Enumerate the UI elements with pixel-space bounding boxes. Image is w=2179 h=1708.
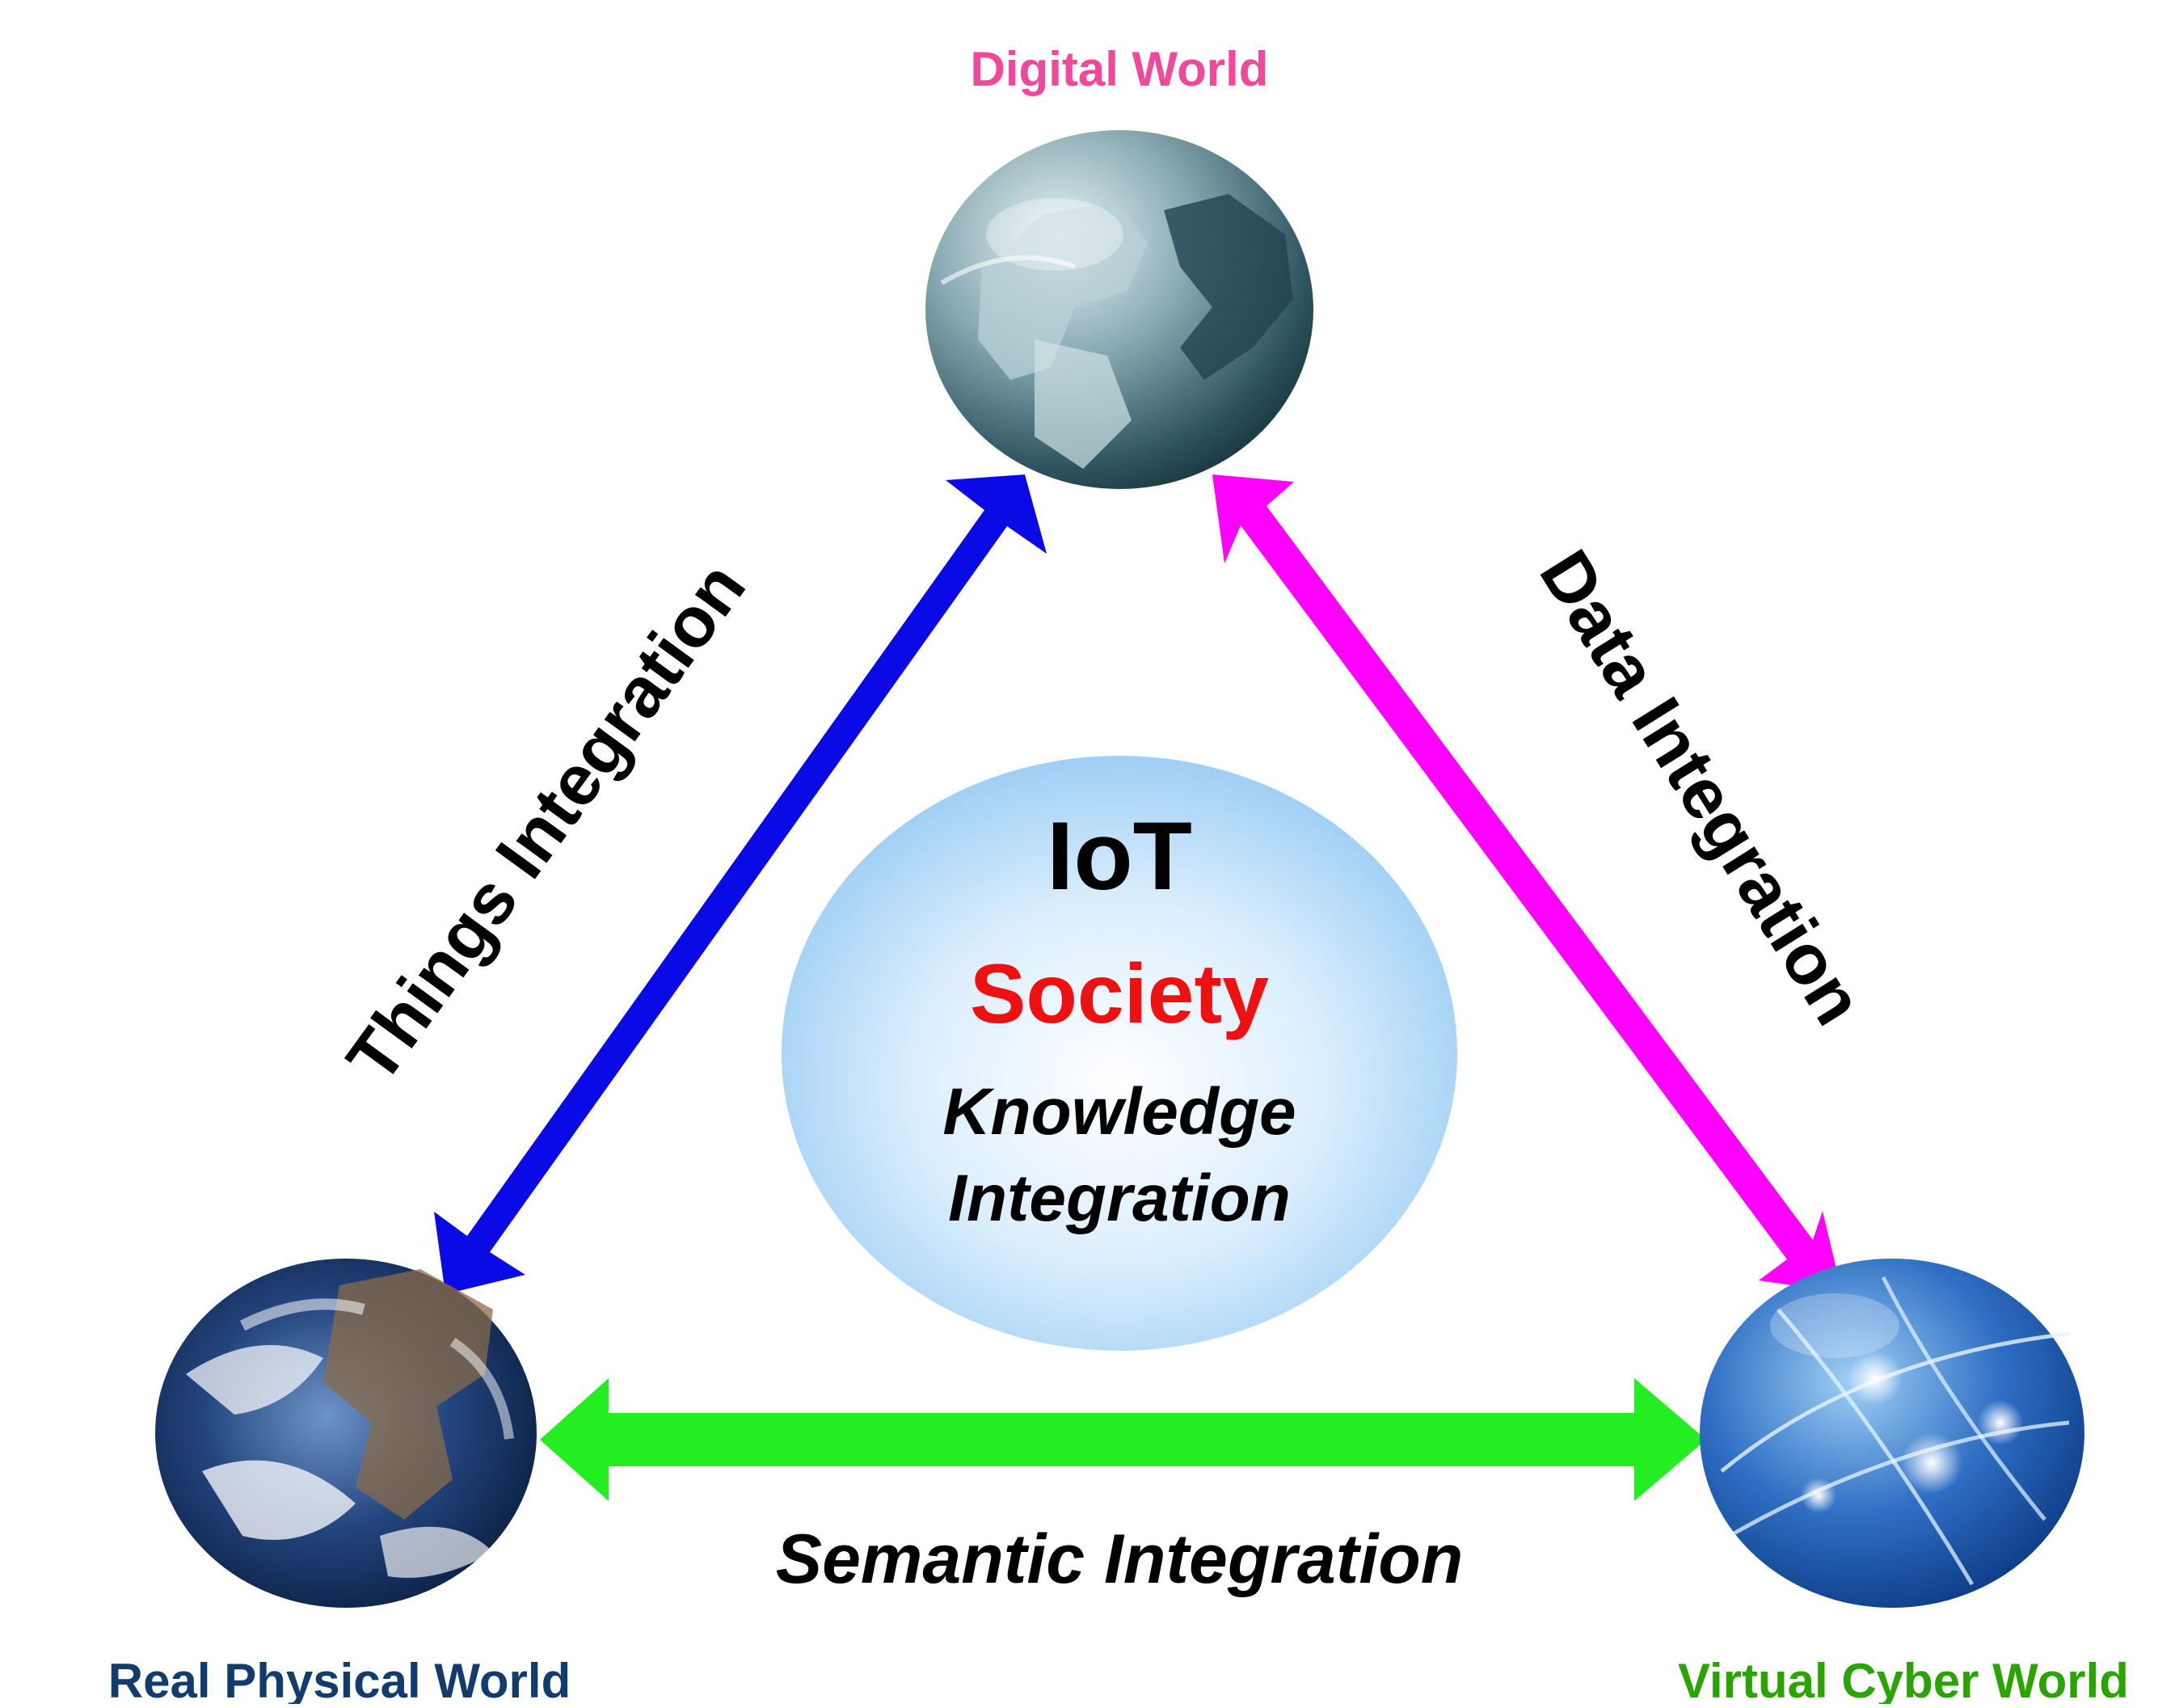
- semantic-integration-arrow: [540, 1378, 1706, 1501]
- data-integration-arrow: [1212, 474, 1842, 1293]
- real-physical-world-label: Real Physical World: [108, 1654, 571, 1704]
- things-integration-arrow: [434, 474, 1047, 1294]
- virtual-cyber-world-label: Virtual Cyber World: [1678, 1654, 2129, 1704]
- semantic-integration-label: Semantic Integration: [776, 1520, 1464, 1598]
- things-integration-label: Things Integration: [331, 548, 761, 1097]
- center-subtitle: Society: [970, 947, 1269, 1041]
- center-title: IoT: [1047, 802, 1192, 910]
- earth-globe-icon: [155, 1259, 537, 1608]
- digital-globe-icon: [925, 130, 1313, 489]
- cyber-globe-icon: [1700, 1259, 2084, 1608]
- center-body-line2: Integration: [948, 1162, 1291, 1235]
- center-body-line1: Knowledge: [942, 1075, 1296, 1149]
- digital-world-label: Digital World: [971, 42, 1269, 96]
- center-knowledge-circle: IoT Society Knowledge Integration: [782, 756, 1457, 1351]
